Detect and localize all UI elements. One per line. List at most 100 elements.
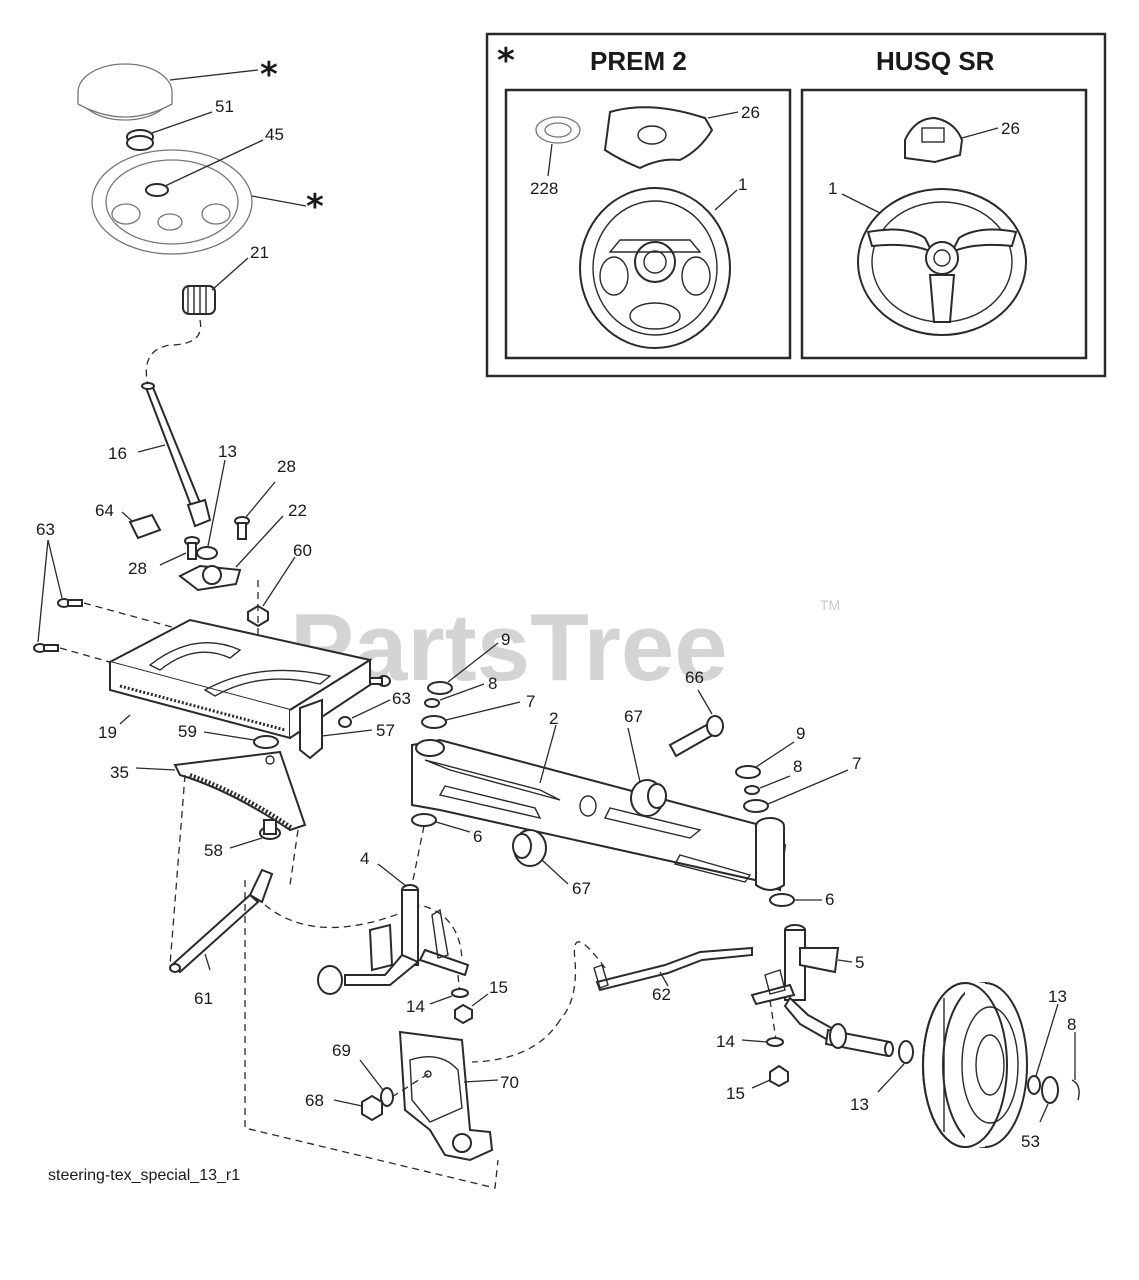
clip-8-left-icon [424,698,440,708]
callout-61: 61 [194,989,213,1008]
clip-8-right-icon [744,785,760,795]
washer-13-outer-icon [1027,1075,1041,1095]
nut-15-right-icon [769,1064,789,1088]
tie-rod-62-icon [593,946,753,992]
callout-4: 4 [360,849,369,868]
washer-7-left-icon [421,715,447,729]
front-wheel-icon [922,982,1028,1148]
spacer-67-top-icon [630,779,667,817]
steering-shaft-16-icon [141,382,212,528]
callout-63-left: 63 [36,520,55,539]
callout-star-cap: * [260,55,278,95]
callout-7-right: 7 [852,754,861,773]
bolt-63-bracket-icon [338,716,352,728]
washer-6-left-icon [411,813,437,827]
nut-68-icon [361,1094,383,1122]
drag-link-61-icon [169,868,274,974]
washer-14-left-icon [451,988,469,998]
callout-28-left: 28 [128,559,147,578]
callout-67-top: 67 [624,707,643,726]
bolt-28-left-icon [184,536,200,560]
callout-9-right: 9 [796,724,805,743]
washer-6-right-icon [769,893,795,907]
callout-15-right: 15 [726,1084,745,1103]
bearing-22-icon [178,564,242,592]
callout-13-outer: 13 [1048,987,1067,1006]
sector-gear-35-icon [173,750,307,832]
bracket-19-icon [107,618,373,740]
callout-21: 21 [250,243,269,262]
callout-60: 60 [293,541,312,560]
adapter-21-icon [182,285,216,315]
washer-13-inner-icon [898,1040,914,1064]
callout-63-right: 63 [392,689,411,708]
inset-panel-husqsr: 26 1 [800,88,1088,360]
bolt-63-upper-icon [57,598,83,608]
callout-5: 5 [855,953,864,972]
pedal-70-icon [398,1030,494,1162]
spindle-4-icon [317,884,470,995]
bolt-58-icon [259,819,281,840]
callout-1-prem2: 1 [738,175,747,194]
steering-wheel-husqsr-icon [857,188,1027,336]
callout-14-left: 14 [406,997,425,1016]
callout-70: 70 [500,1073,519,1092]
key-64-icon [128,513,162,540]
steering-wheel-prem2-icon [579,187,731,349]
callout-14-right: 14 [716,1032,735,1051]
steering-wheel-icon [91,149,253,255]
callout-6-left: 6 [473,827,482,846]
callout-28-top: 28 [277,457,296,476]
callout-59: 59 [178,722,197,741]
callout-66: 66 [685,668,704,687]
washer-59-icon [253,735,279,749]
inset-panel-prem2: 26 228 1 [504,88,792,360]
bolt-63-right-icon [369,675,391,687]
inset-title-husqsr: HUSQ SR [876,46,995,76]
callout-58: 58 [204,841,223,860]
callout-star-wheel: * [306,187,324,227]
washer-13-icon [196,546,218,560]
clip-57-icon [299,698,323,760]
callout-68: 68 [305,1091,324,1110]
bolt-28-top-icon [234,516,250,540]
callout-16: 16 [108,444,127,463]
washer-14-right-icon [766,1037,784,1047]
bolt-66-icon [668,715,724,758]
callout-62: 62 [652,985,671,1004]
callout-15-left: 15 [489,978,508,997]
callout-53: 53 [1021,1132,1040,1151]
inset-title-prem2: PREM 2 [590,46,687,76]
washer-7-right-icon [743,799,769,813]
bolt-63-lower-icon [33,643,59,653]
cap-9-right-icon [735,765,761,779]
callout-9-left: 9 [501,630,510,649]
inset-star: * [497,41,515,81]
callout-2: 2 [549,709,558,728]
callout-67-lower: 67 [572,879,591,898]
hub-cover-26-husq-icon [904,116,964,164]
cap-9-left-icon [427,681,453,695]
callout-22: 22 [288,501,307,520]
callout-1-husq: 1 [828,179,837,198]
callout-8-left: 8 [488,674,497,693]
callout-26-prem2: 26 [741,103,760,122]
callout-64: 64 [95,501,114,520]
inset-box: * PREM 2 HUSQ SR [485,32,1107,378]
callout-19: 19 [98,723,117,742]
spacer-67-lower-icon [512,829,547,867]
callout-8-right: 8 [793,757,802,776]
hub-cover-26-icon [603,106,714,170]
callout-69: 69 [332,1041,351,1060]
wheel-cap-icon [77,63,173,121]
spindle-5-icon [750,924,894,1058]
clip-8-wheel-icon [1071,1079,1080,1101]
callout-8-wheel: 8 [1067,1015,1076,1034]
callout-35: 35 [110,763,129,782]
callout-45: 45 [265,125,284,144]
callout-6-right: 6 [825,890,834,909]
emblem-228-icon [535,116,581,144]
washer-45-icon [145,183,169,197]
callout-228: 228 [530,179,558,198]
